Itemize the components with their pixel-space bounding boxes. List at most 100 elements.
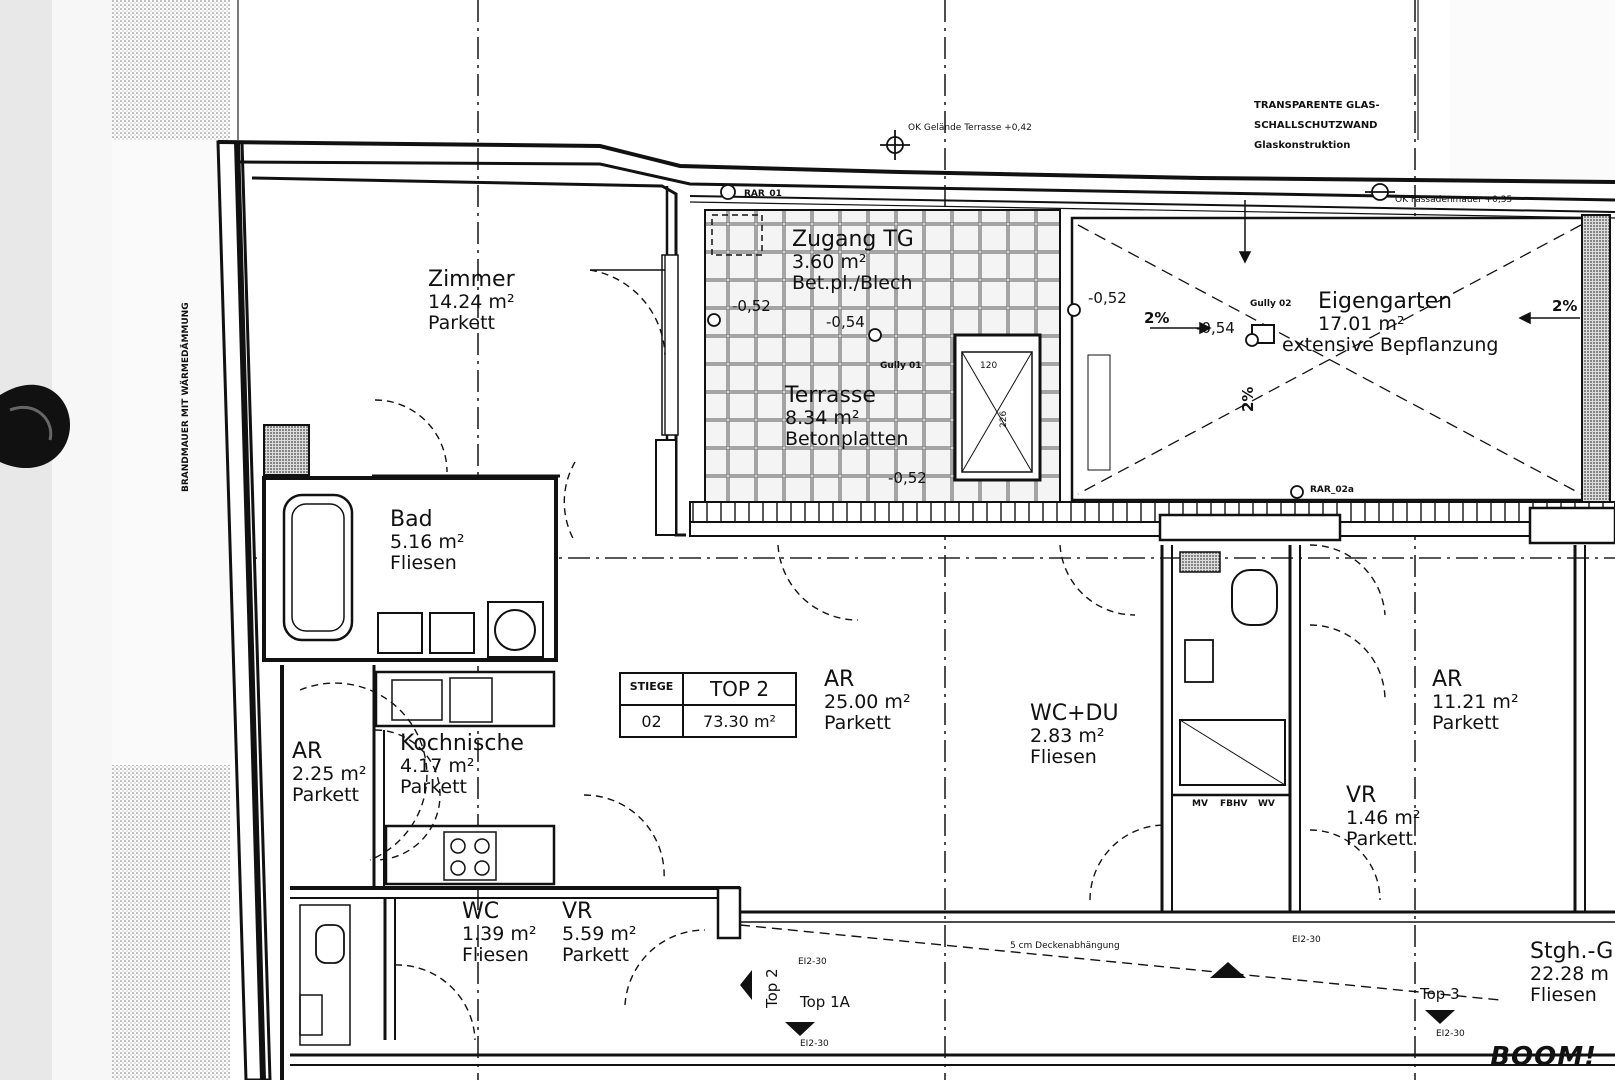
room-area: 5.59 m²	[562, 923, 637, 946]
room-ar-right: AR 11.21 m² Parkett	[1432, 667, 1519, 735]
room-name: Stgh.-G	[1530, 939, 1614, 964]
room-floor: Fliesen	[1530, 984, 1597, 1007]
room-floor: Fliesen	[390, 552, 457, 575]
annotation-ei2-30: EI2-30	[1436, 1029, 1465, 1039]
room-floor: Bet.pl./Blech	[792, 272, 913, 295]
terrace-tiles	[704, 209, 1061, 503]
interior-walls	[280, 545, 1615, 1080]
annotation-ei2-30: EI2-30	[1292, 935, 1321, 945]
room-floor: Betonplatten	[785, 428, 909, 451]
room-wc: WC 1.39 m² Fliesen	[462, 899, 537, 967]
annotation-ceiling-drop: 5 cm Deckenabhängung	[1010, 941, 1120, 951]
annotation-firewall: BRANDMAUER MIT WÄRMEDÄMMUNG	[181, 302, 191, 492]
room-name: WC	[462, 899, 500, 924]
ceiling-line	[739, 924, 1501, 1001]
annotation-gully-01: Gully 01	[880, 361, 922, 371]
room-kochnische: Kochnische 4.17 m² Parkett	[400, 731, 524, 799]
unit-stiege-number: 02	[641, 712, 662, 731]
room-name: Zimmer	[428, 267, 515, 292]
level-label: -0,52	[732, 297, 771, 315]
annotation-dimension-120: 120	[980, 361, 998, 371]
annotation-glass-wall-3: Glaskonstruktion	[1254, 140, 1351, 151]
slope-label: 2%	[1144, 309, 1170, 327]
room-floor: extensive Bepflanzung	[1282, 334, 1499, 357]
annotation-glass-wall-1: TRANSPARENTE GLAS-	[1254, 100, 1380, 111]
room-name: Terrasse	[785, 383, 876, 408]
room-area: 4.17 m²	[400, 755, 475, 778]
annotation-ei2-30: EI2-30	[800, 1039, 829, 1049]
room-eigengarten: Eigengarten 17.01 m² extensive Bepflanzu…	[1282, 289, 1499, 356]
bathroom-block	[262, 424, 560, 662]
level-label: -0,54	[826, 313, 865, 331]
room-terrasse: Terrasse 8.34 m² Betonplatten	[785, 383, 909, 451]
room-area: 2.25 m²	[292, 763, 367, 786]
label-top-2: Top 2	[763, 968, 781, 1008]
room-area: 17.01 m²	[1318, 313, 1405, 336]
garden-area	[1070, 214, 1611, 506]
door-swings	[299, 269, 1386, 1041]
room-area: 11.21 m²	[1432, 691, 1519, 714]
room-area: 1.46 m²	[1346, 807, 1421, 830]
room-vr-right: VR 1.46 m² Parkett	[1346, 783, 1421, 851]
room-area: 14.24 m²	[428, 291, 515, 314]
room-floor: Parkett	[428, 312, 495, 335]
room-name: AR	[1432, 667, 1463, 692]
room-area: 25.00 m²	[824, 691, 911, 714]
annotation-mv: MV	[1192, 799, 1208, 809]
room-floor: Parkett	[824, 712, 891, 735]
unit-top-area: 73.30 m²	[703, 712, 776, 731]
room-area: 1.39 m²	[462, 923, 537, 946]
room-floor: Parkett	[400, 776, 467, 799]
level-markers	[707, 130, 1395, 499]
room-zimmer: Zimmer 14.24 m² Parkett	[428, 267, 515, 335]
room-name: Zugang TG	[792, 227, 914, 252]
room-name: WC+DU	[1030, 701, 1119, 726]
room-name: AR	[292, 739, 323, 764]
room-wc-du: WC+DU 2.83 m² Fliesen	[1030, 701, 1119, 768]
brick-band	[689, 501, 1615, 545]
slope-arrows	[1150, 200, 1580, 335]
room-stiegenhaus: Stgh.-G 22.28 m Fliesen	[1530, 939, 1614, 1007]
annotation-fbhv: FBHV	[1220, 799, 1248, 809]
kitchen-counter	[374, 670, 556, 886]
room-area: 3.60 m²	[792, 251, 867, 274]
level-label: -0,52	[1088, 289, 1127, 307]
binder-margin	[0, 0, 232, 1080]
annotation-ei2-30: EI2-30	[798, 957, 827, 967]
level-label-ok-fassade: OK Fassadenmauer +0,35	[1395, 195, 1513, 205]
room-zugang-tg: Zugang TG 3.60 m² Bet.pl./Blech	[792, 227, 914, 295]
slope-label: 2%	[1239, 386, 1257, 412]
unit-box-frame	[619, 672, 797, 738]
annotation-glass-wall-2: SCHALLSCHUTZWAND	[1254, 120, 1378, 131]
room-ar-main: AR 25.00 m² Parkett	[824, 667, 911, 735]
room-name: Eigengarten	[1318, 289, 1453, 314]
room-area: 5.16 m²	[390, 531, 465, 554]
level-label: -0,54	[1196, 319, 1235, 337]
room-name: Kochnische	[400, 731, 524, 756]
room-name: Bad	[390, 507, 433, 532]
slope-label: 2%	[1552, 297, 1578, 315]
level-label: -0,52	[888, 469, 927, 487]
room-name: VR	[562, 899, 593, 924]
room-bad: Bad 5.16 m² Fliesen	[390, 507, 465, 575]
annotation-dimension-226: 226	[999, 410, 1009, 428]
room-name: VR	[1346, 783, 1377, 808]
room-floor: Parkett	[562, 944, 629, 967]
annotation-rar-02a: RAR_02a	[1310, 485, 1354, 495]
outer-walls	[216, 140, 1615, 1082]
label-top-1a: Top 1A	[800, 993, 850, 1011]
room-floor: Fliesen	[462, 944, 529, 967]
unit-top-label: TOP 2	[709, 677, 770, 701]
unit-stiege-label: STIEGE	[629, 680, 674, 693]
annotation-wv: WV	[1258, 799, 1275, 809]
room-floor: Parkett	[1432, 712, 1499, 735]
room-floor: Parkett	[292, 784, 359, 807]
room-area: 8.34 m²	[785, 407, 860, 430]
annotation-rar-01: RAR_01	[744, 189, 782, 199]
room-area: 22.28 m	[1530, 963, 1609, 986]
label-top-3: Top 3	[1420, 985, 1460, 1003]
level-label-ok-gelaende: OK Gelände Terrasse +0,42	[908, 123, 1032, 133]
room-floor: Parkett	[1346, 828, 1413, 851]
room-name: AR	[824, 667, 855, 692]
